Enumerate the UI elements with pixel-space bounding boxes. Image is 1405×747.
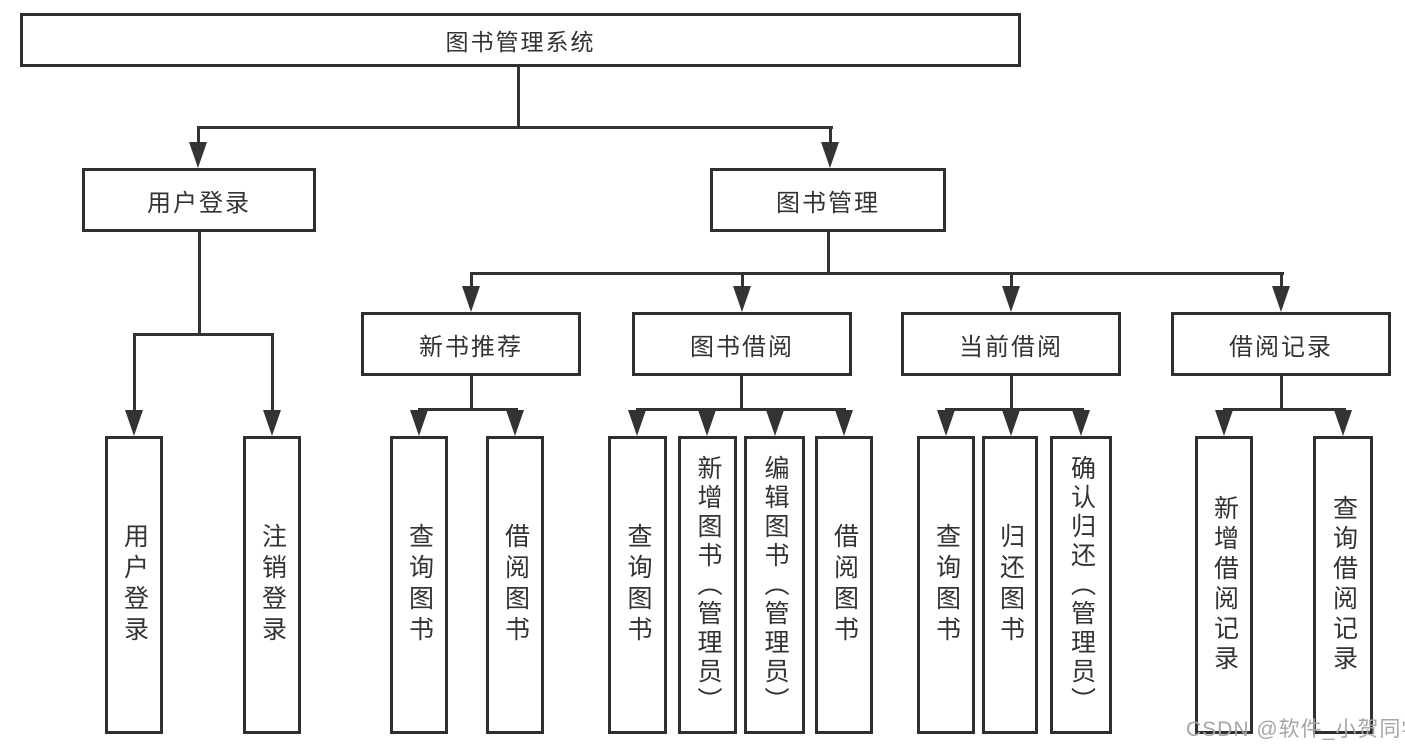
arrow-down-icon xyxy=(462,286,480,312)
arrow-down-icon xyxy=(1002,410,1020,436)
arrow-down-icon xyxy=(125,410,143,436)
connector-root-left-drop xyxy=(197,126,200,150)
leaf-borrowing-edit-books-admin: 编辑图书（管理员） xyxy=(744,436,805,734)
csdn-watermark: CSDN @软件_小贺同学 xyxy=(1186,718,1405,741)
leaf-user-login: 用户登录 xyxy=(105,436,163,734)
connector-root-right-drop xyxy=(829,126,832,150)
connector-bookmgmt-drop-1 xyxy=(470,272,473,290)
connector-borrowing-crossbar xyxy=(636,408,846,411)
leaf-records-add-borrow-record: 新增借阅记录 xyxy=(1195,436,1253,734)
arrow-down-icon xyxy=(506,410,524,436)
leaf-logout: 注销登录 xyxy=(243,436,301,734)
connector-records-stem xyxy=(1280,376,1283,411)
leaf-borrowing-add-books-admin: 新增图书（管理员） xyxy=(678,436,737,734)
connector-newbooks-stem xyxy=(470,376,473,411)
connector-bookmgmt-crossbar xyxy=(470,272,1284,275)
arrow-down-icon xyxy=(189,142,207,168)
leaf-newbooks-borrow-books: 借阅图书 xyxy=(486,436,544,734)
leaf-newbooks-query-books: 查询图书 xyxy=(390,436,448,734)
connector-bookmgmt-stem xyxy=(827,232,830,275)
connector-userlogin-stem xyxy=(198,232,201,336)
connector-bookmgmt-drop-2 xyxy=(741,272,744,290)
connector-bookmgmt-drop-4 xyxy=(1280,272,1283,290)
connector-root-crossbar xyxy=(197,126,833,129)
leaf-borrowing-borrow-books: 借阅图书 xyxy=(815,436,873,734)
leaf-current-query-books: 查询图书 xyxy=(917,436,975,734)
arrow-down-icon xyxy=(821,142,839,168)
node-borrowing-records: 借阅记录 xyxy=(1171,312,1391,376)
arrow-down-icon xyxy=(835,410,853,436)
arrow-down-icon xyxy=(733,286,751,312)
arrow-down-icon xyxy=(1072,410,1090,436)
arrow-down-icon xyxy=(1215,410,1233,436)
leaf-records-query-borrow-record: 查询借阅记录 xyxy=(1313,436,1373,734)
connector-userlogin-drop-1 xyxy=(133,333,136,413)
arrow-down-icon xyxy=(1334,410,1352,436)
connector-current-stem xyxy=(1010,376,1013,411)
connector-userlogin-drop-2 xyxy=(271,333,274,413)
arrow-down-icon xyxy=(263,410,281,436)
arrow-down-icon xyxy=(1002,286,1020,312)
node-book-management: 图书管理 xyxy=(710,168,946,232)
leaf-current-return-books: 归还图书 xyxy=(982,436,1038,734)
connector-borrowing-stem xyxy=(740,376,743,411)
leaf-borrowing-query-books: 查询图书 xyxy=(608,436,667,734)
node-current-borrowing: 当前借阅 xyxy=(901,312,1121,376)
connector-records-crossbar xyxy=(1223,408,1346,411)
connector-bookmgmt-drop-3 xyxy=(1010,272,1013,290)
arrow-down-icon xyxy=(1272,286,1290,312)
node-new-book-recommendation: 新书推荐 xyxy=(361,312,581,376)
connector-userlogin-crossbar xyxy=(133,333,274,336)
arrow-down-icon xyxy=(766,410,784,436)
node-library-management-system: 图书管理系统 xyxy=(20,13,1021,67)
arrow-down-icon xyxy=(937,410,955,436)
node-book-borrowing: 图书借阅 xyxy=(632,312,852,376)
connector-newbooks-crossbar xyxy=(418,408,518,411)
arrow-down-icon xyxy=(628,410,646,436)
node-user-login: 用户登录 xyxy=(82,168,316,232)
connector-current-crossbar xyxy=(945,408,1084,411)
arrow-down-icon xyxy=(410,410,428,436)
connector-root-stem xyxy=(517,67,520,129)
leaf-current-confirm-return-admin: 确认归还（管理员） xyxy=(1050,436,1112,734)
arrow-down-icon xyxy=(698,410,716,436)
